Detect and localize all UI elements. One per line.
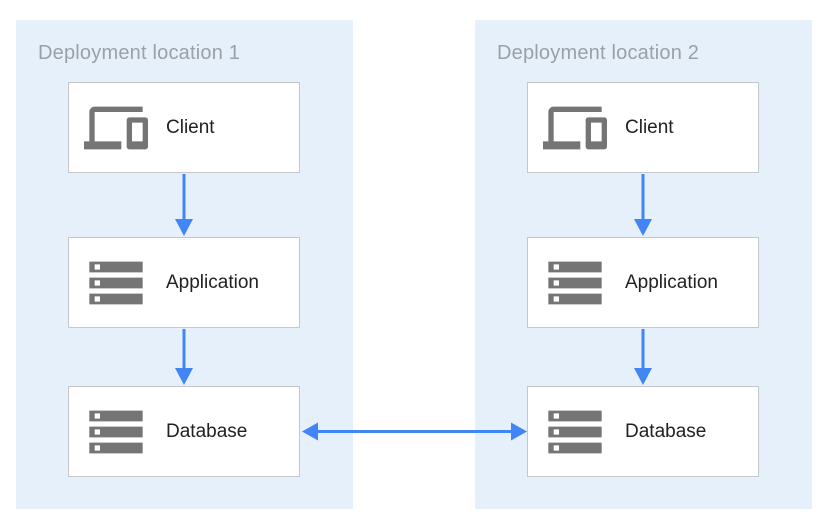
node-label: Application xyxy=(166,271,259,293)
node-client-1: Client xyxy=(68,82,300,173)
node-database-2: Database xyxy=(527,386,759,477)
devices-icon xyxy=(543,96,607,160)
node-application-1: Application xyxy=(68,237,300,328)
node-client-2: Client xyxy=(527,82,759,173)
storage-icon xyxy=(84,400,148,464)
node-label: Client xyxy=(625,116,674,138)
devices-icon xyxy=(84,96,148,160)
deployment-location-1-title: Deployment location 1 xyxy=(38,42,241,64)
node-label: Database xyxy=(625,420,707,442)
node-application-2: Application xyxy=(527,237,759,328)
node-label: Database xyxy=(166,420,248,442)
storage-icon xyxy=(543,400,607,464)
node-label: Client xyxy=(166,116,215,138)
storage-icon xyxy=(543,251,607,315)
node-label: Application xyxy=(625,271,718,293)
storage-icon xyxy=(84,251,148,315)
deployment-location-2-title: Deployment location 2 xyxy=(497,42,700,64)
node-database-1: Database xyxy=(68,386,300,477)
